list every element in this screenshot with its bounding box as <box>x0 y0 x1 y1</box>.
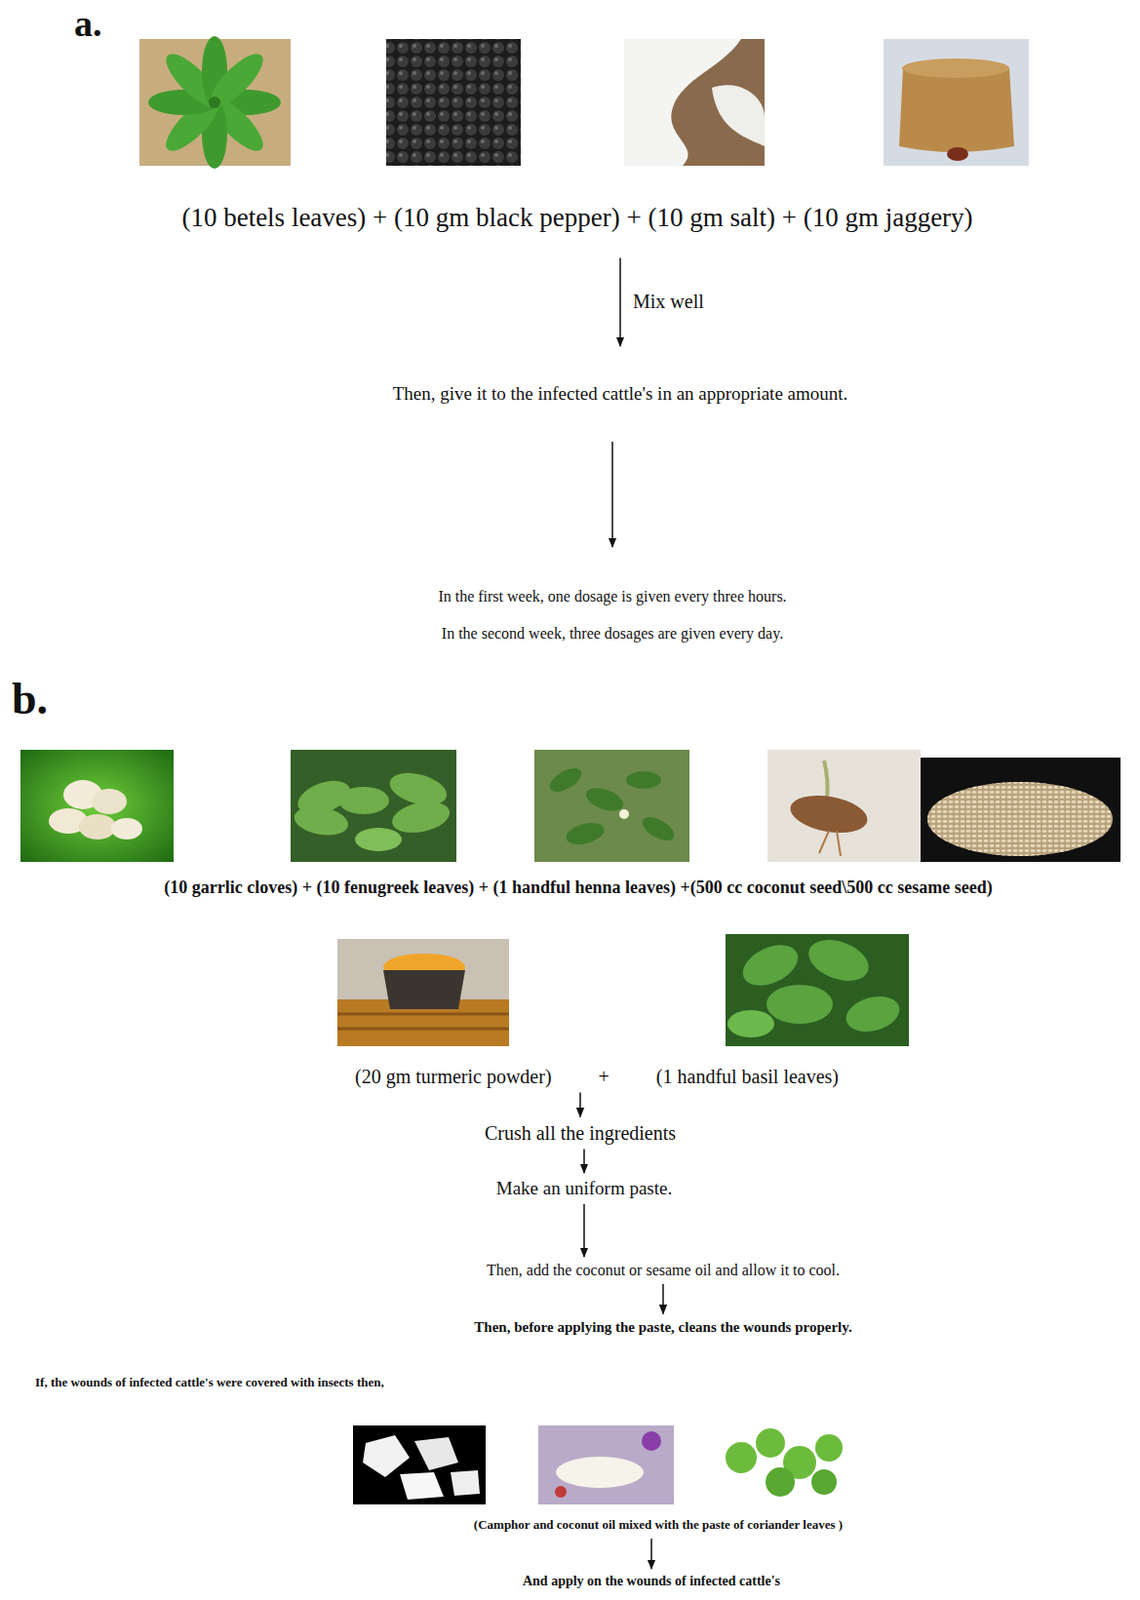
sesame-grains <box>927 782 1113 857</box>
flow-arrow <box>662 1284 665 1315</box>
fenugreek-leaves <box>291 767 453 852</box>
black-pepper-photo <box>386 39 521 166</box>
garlic-clove <box>111 818 143 840</box>
note-text: If, the wounds of infected cattle's were… <box>35 1375 385 1391</box>
basil-photo <box>725 932 909 1047</box>
salt-heap <box>711 84 765 147</box>
step-text: And apply on the wounds of infected catt… <box>522 1573 781 1590</box>
sesame-heap <box>927 782 1113 857</box>
step-text: Then, add the coconut or sesame oil and … <box>486 1261 840 1280</box>
bean <box>946 147 969 161</box>
jaggery-photo <box>883 39 1029 166</box>
photo-ground <box>337 939 510 1047</box>
coconut-seed-photo <box>767 749 921 863</box>
step-node: Then, before applying the paste, cleans … <box>470 1317 856 1338</box>
henna-leaves <box>546 763 678 849</box>
garlic-clove <box>91 788 127 815</box>
panel-letter: a. <box>74 1 103 45</box>
betel-leaves-photo <box>139 36 291 169</box>
step-text: Then, before applying the paste, cleans … <box>473 1319 852 1337</box>
sprout <box>824 760 828 800</box>
step-node: (10 garrlic cloves) + (10 fenugreek leav… <box>159 875 996 901</box>
step-text: Then, give it to the infected cattle's i… <box>393 383 849 405</box>
step-node: Then, give it to the infected cattle's i… <box>389 381 853 407</box>
step-node: (Camphor and coconut oil mixed with the … <box>470 1515 847 1535</box>
photo-ground <box>290 749 457 863</box>
flow-arrow <box>579 1093 582 1118</box>
photo-ground <box>920 757 1121 863</box>
jaggery-top <box>902 58 1010 79</box>
basil-leaves <box>727 932 904 1038</box>
step-text: Make an uniform paste. <box>496 1178 672 1200</box>
fenugreek-photo <box>290 749 457 863</box>
camphor-piece <box>450 1470 480 1496</box>
step-node: In the first week, one dosage is given e… <box>433 586 790 645</box>
camphor-piece <box>362 1435 410 1478</box>
flow-arrow <box>650 1538 653 1570</box>
camphor-piece <box>399 1472 444 1500</box>
garlic-photo <box>20 749 174 863</box>
step-node: And apply on the wounds of infected catt… <box>518 1572 785 1592</box>
photo-ground <box>708 1425 860 1505</box>
turmeric-photo <box>337 939 510 1047</box>
camphor-photo <box>353 1425 486 1505</box>
flower <box>641 1431 662 1452</box>
edge-label: Mix well <box>629 290 708 314</box>
salt-photo <box>624 39 765 166</box>
camphor-piece <box>414 1437 459 1471</box>
photo-ground <box>883 39 1029 166</box>
step-node: Make an uniform paste. <box>492 1176 676 1202</box>
roots <box>819 830 841 857</box>
step-text: (10 betels leaves) + (10 gm black pepper… <box>181 202 973 234</box>
photo-ground <box>538 1425 674 1505</box>
flower <box>554 1486 567 1498</box>
pepper-grains <box>386 39 521 166</box>
step-text: In the first week, one dosage is given e… <box>437 588 787 606</box>
leaf-fan <box>148 36 281 169</box>
henna-photo <box>534 749 690 863</box>
step-text: (1 handful basil leaves) <box>656 1065 839 1089</box>
photo-ground <box>353 1425 486 1505</box>
step-node: Crush all the ingredients <box>480 1120 680 1147</box>
coconut-oil-photo <box>538 1425 674 1505</box>
sesame-seed-photo <box>920 757 1121 863</box>
step-text: + <box>598 1065 610 1089</box>
oil-bowl <box>555 1456 644 1489</box>
step-node: (20 gm turmeric powder) + (1 handful basil… <box>351 1063 843 1091</box>
step-node: Then, add the coconut or sesame oil and … <box>482 1259 844 1282</box>
step-text: (Camphor and coconut oil mixed with the … <box>473 1517 843 1534</box>
coriander-photo <box>708 1425 860 1505</box>
photo-ground <box>386 39 521 166</box>
photo-ground <box>534 749 690 863</box>
step-text: Crush all the ingredients <box>484 1122 676 1145</box>
photo-ground <box>624 39 765 166</box>
flow-arrow <box>619 258 622 348</box>
photo-ground <box>767 749 921 863</box>
bowl <box>383 970 466 1010</box>
root-lines <box>337 1014 510 1029</box>
flow-arrow <box>583 1149 586 1175</box>
garlic-clove <box>78 814 117 840</box>
flow-arrow <box>583 1204 586 1258</box>
coriander-leaves <box>725 1428 843 1497</box>
step-text: (10 garrlic cloves) + (10 fenugreek leav… <box>163 877 992 899</box>
flow-arrow <box>611 441 614 548</box>
photo-ground <box>20 749 174 863</box>
step-text: (20 gm turmeric powder) <box>354 1065 552 1089</box>
step-node: (10 betels leaves) + (10 gm black pepper… <box>177 200 977 236</box>
step-text: In the second week, three dosages are gi… <box>441 625 784 643</box>
panel-letter: b. <box>11 672 48 725</box>
